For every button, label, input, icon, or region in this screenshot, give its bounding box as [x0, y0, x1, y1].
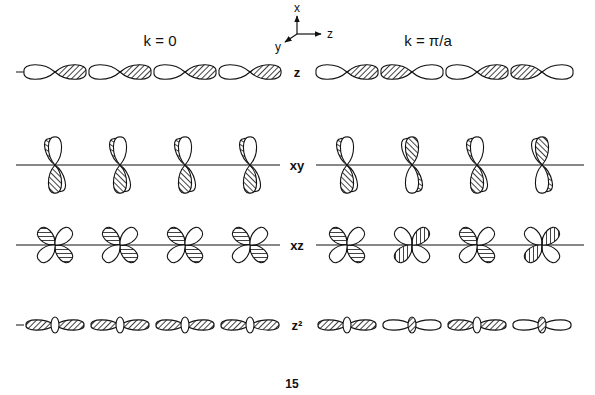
orbital-lobe — [405, 165, 418, 193]
orbital-lobe — [89, 65, 120, 80]
orbital-lobe — [108, 137, 126, 166]
orbital-lobe — [405, 137, 418, 165]
orbital-lobe — [327, 240, 352, 265]
orbital-label: xz — [290, 239, 304, 252]
orbital-lobe — [471, 164, 489, 193]
orbital-lobe — [535, 137, 548, 165]
orbital-lobe — [243, 137, 256, 165]
orbital-ring — [538, 317, 546, 333]
orbital-lobe — [465, 137, 483, 166]
orbital-lobe — [49, 164, 67, 193]
orbital-lobe — [250, 65, 281, 80]
orbital-lobe — [381, 65, 412, 80]
orbital-lobe — [347, 65, 378, 80]
orbital-lobe — [48, 137, 61, 165]
orbital-lobe — [238, 137, 256, 166]
orbital-lobe — [178, 165, 191, 193]
orbital-lobe — [406, 164, 424, 193]
orbital-lobe — [243, 165, 256, 193]
orbital-lobe — [113, 165, 126, 193]
chain-axis — [16, 72, 24, 73]
axis-line — [285, 34, 297, 42]
dxz-row — [16, 225, 584, 266]
axes — [285, 16, 321, 42]
chain-axis — [16, 325, 24, 326]
orbital-lobe — [100, 240, 125, 265]
orbital-ring — [343, 317, 351, 333]
orbital-lobe — [511, 65, 542, 80]
axis-line — [297, 33, 321, 34]
orbital-lobe — [230, 240, 255, 265]
orbital-ring — [116, 317, 124, 333]
orbital-lobe — [120, 65, 151, 80]
figure-number: 15 — [285, 378, 298, 390]
orbital-lobe — [185, 65, 216, 80]
axis-label: x — [294, 2, 300, 14]
orbital-lobe — [477, 65, 508, 80]
column-heading: k = 0 — [144, 33, 177, 48]
orbital-ring — [181, 317, 189, 333]
dxy-row — [16, 137, 584, 193]
chain-axis — [316, 165, 584, 166]
orbital-lobe — [412, 65, 443, 80]
orbital-label: xy — [290, 159, 304, 172]
orbital-lobe — [446, 65, 477, 80]
orbital-lobe — [244, 164, 262, 193]
orbital-label: z — [294, 66, 301, 79]
orbital-lobe — [392, 240, 417, 265]
orbital-lobe — [340, 137, 353, 165]
orbital-lobe — [470, 137, 483, 165]
orbital-ring — [473, 317, 481, 333]
orbital-lobe — [114, 164, 132, 193]
orbital-lobe — [530, 137, 548, 166]
orbital-lobe — [173, 137, 191, 166]
orbital-ring — [408, 317, 416, 333]
orbital-lobe — [340, 165, 353, 193]
orbital-lobe — [43, 137, 61, 166]
orbital-lobe — [316, 65, 347, 80]
orbital-lobe — [335, 137, 353, 166]
orbital-lobe — [55, 65, 86, 80]
orbital-ring — [246, 317, 254, 333]
dz2-row — [16, 317, 571, 333]
orbital-lobe — [179, 164, 197, 193]
orbital-lobe — [154, 65, 185, 80]
orbital-lobe — [535, 165, 548, 193]
orbital-lobe — [470, 165, 483, 193]
orbital-lobe — [24, 65, 55, 80]
pz-row — [16, 65, 573, 80]
orbital-lobe — [178, 137, 191, 165]
orbital-ring — [51, 317, 59, 333]
orbital-lobe — [48, 165, 61, 193]
orbital-lobe — [542, 65, 573, 80]
orbital-lobe — [219, 65, 250, 80]
orbital-lobe — [113, 137, 126, 165]
orbital-lobe — [522, 240, 547, 265]
axis-label: z — [327, 28, 333, 40]
orbital-lobe — [341, 164, 359, 193]
orbital-lobe — [165, 240, 190, 265]
orbital-label: z² — [292, 319, 303, 332]
axis-line — [296, 16, 297, 34]
axis-label: y — [275, 41, 281, 53]
orbital-lobe — [536, 164, 554, 193]
orbital-lobe — [35, 240, 60, 265]
column-heading: k = π/a — [404, 33, 451, 48]
orbital-lobe — [400, 137, 418, 166]
orbital-lobe — [457, 240, 482, 265]
